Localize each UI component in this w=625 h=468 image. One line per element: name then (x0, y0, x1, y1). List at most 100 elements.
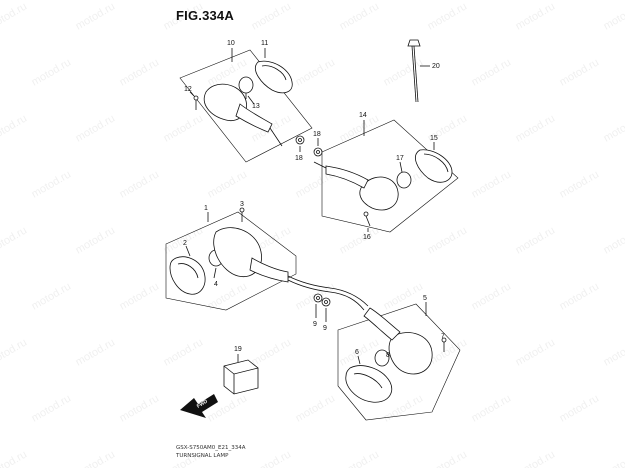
watermark-text: motod.ru (206, 280, 250, 312)
callout-3: 3 (240, 201, 244, 208)
stalk-14 (325, 165, 369, 189)
group-10-box (179, 49, 313, 163)
watermark-text: motod.ru (426, 224, 470, 256)
group-10-assembly (179, 48, 313, 163)
callout-14: 14 (359, 112, 367, 119)
nut-9b (321, 297, 331, 307)
callout-10: 10 (227, 40, 235, 47)
bulb-13 (238, 76, 254, 94)
watermark-text: motod.ru (74, 224, 118, 256)
group-14-assembly (313, 119, 459, 233)
callout-15: 15 (430, 135, 438, 142)
watermark-text: motod.ru (426, 448, 470, 468)
watermark-text: motod.ru (30, 56, 74, 88)
watermark-text: motod.ru (0, 448, 29, 468)
watermark-text: motod.ru (118, 392, 162, 424)
watermark-text: motod.ru (426, 0, 470, 32)
watermark-text: motod.ru (0, 0, 29, 32)
stalk-10 (235, 103, 273, 133)
group-14-box (321, 119, 459, 233)
watermark-text: motod.ru (30, 168, 74, 200)
stalk-5 (363, 307, 401, 341)
watermark-text: motod.ru (514, 224, 558, 256)
screw-16 (365, 215, 371, 227)
nut-18 (295, 135, 305, 145)
watermark-text: motod.ru (0, 224, 29, 256)
fwd-arrow: FWD (180, 394, 218, 418)
watermark-text: motod.ru (558, 56, 602, 88)
watermark-text: motod.ru (338, 224, 382, 256)
watermark-text: motod.ru (602, 0, 625, 32)
watermark-text: motod.ru (162, 0, 206, 32)
bulb-6 (374, 349, 390, 367)
watermark-text: motod.ru (602, 448, 625, 468)
watermark-text: motod.ru (294, 392, 338, 424)
watermark-text: motod.ru (602, 224, 625, 256)
watermark-text: motod.ru (206, 168, 250, 200)
watermark-text: motod.ru (74, 0, 118, 32)
watermark-text: motod.ru (250, 336, 294, 368)
callout-12: 12 (184, 86, 192, 93)
watermark-text: motod.ru (470, 280, 514, 312)
watermark-text: motod.ru (558, 168, 602, 200)
callout-17: 17 (396, 155, 404, 162)
relay-19 (223, 354, 259, 395)
watermark-text: motod.ru (118, 56, 162, 88)
bulb-17 (396, 171, 412, 189)
wiring-harness (287, 275, 369, 322)
group-1-box (165, 211, 297, 311)
watermark-text: motod.ru (470, 56, 514, 88)
callout-labels: 10 11 12 13 18 18 14 15 17 16 20 1 3 2 4… (183, 40, 445, 359)
watermark-text: motod.ru (514, 112, 558, 144)
callout-16: 16 (363, 234, 371, 241)
callout-7: 7 (441, 333, 445, 340)
group-5-assembly (337, 302, 461, 421)
watermark-text: motod.ru (0, 112, 29, 144)
watermark-text: motod.ru (74, 336, 118, 368)
watermark-text: motod.ru (74, 448, 118, 468)
nut-9a (313, 293, 323, 303)
watermark-text: motod.ru (250, 0, 294, 32)
fwd-label: FWD (196, 398, 209, 409)
watermark-text: motod.ru (558, 280, 602, 312)
wire-14 (313, 161, 327, 169)
cable-tie-20 (407, 39, 430, 103)
watermark-text: motod.ru (382, 280, 426, 312)
watermark-text: motod.ru (602, 112, 625, 144)
watermark-text: motod.ru (382, 56, 426, 88)
callout-9-right: 9 (323, 325, 327, 332)
wire-10 (269, 127, 283, 147)
watermark-text: motod.ru (30, 280, 74, 312)
watermark-text: motod.ru (0, 336, 29, 368)
watermark-text: motod.ru (338, 0, 382, 32)
footer-code: GSX-S750AM0_E21_334A (176, 445, 246, 451)
watermark-text: motod.ru (118, 168, 162, 200)
callout-9-left: 9 (313, 321, 317, 328)
footer-name: TURNSIGNAL LAMP (176, 453, 229, 459)
housing-14 (359, 176, 399, 211)
callout-18-right: 18 (313, 131, 321, 138)
callout-8: 8 (386, 352, 390, 359)
callout-6: 6 (355, 349, 359, 356)
lens-2 (169, 256, 206, 295)
callout-20: 20 (432, 63, 440, 70)
watermark-text: motod.ru (74, 112, 118, 144)
callout-13: 13 (252, 103, 260, 110)
lens-8 (345, 365, 393, 403)
watermark-text: motod.ru (338, 336, 382, 368)
watermark-text: motod.ru (514, 336, 558, 368)
watermark-text: motod.ru (602, 336, 625, 368)
callout-2: 2 (183, 240, 187, 247)
callout-5: 5 (423, 295, 427, 302)
lens-11-detail (261, 65, 287, 81)
watermark-text: motod.ru (558, 392, 602, 424)
figure-title: FIG.334A (176, 8, 234, 23)
watermark-text: motod.ru (514, 448, 558, 468)
watermark-text: motod.ru (162, 112, 206, 144)
callout-18-left: 18 (295, 155, 303, 162)
nut-18b (313, 147, 323, 157)
watermark-text: motod.ru (118, 280, 162, 312)
watermark-text: motod.ru (250, 448, 294, 468)
